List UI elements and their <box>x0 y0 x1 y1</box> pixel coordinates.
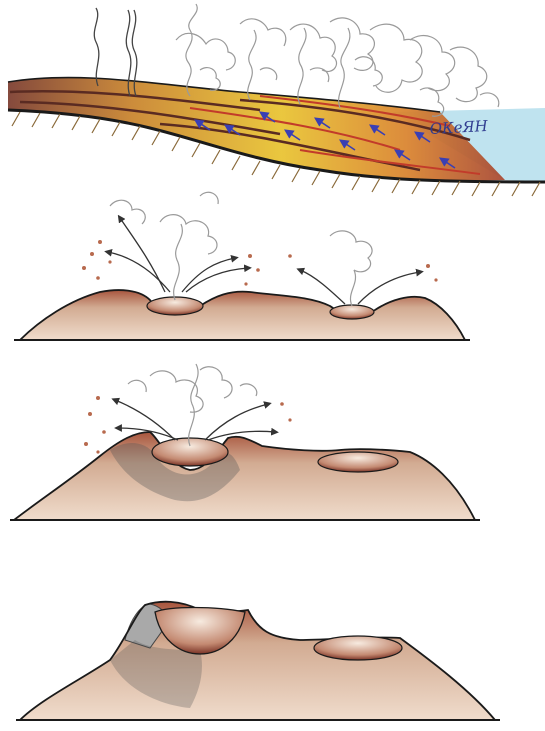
crater-old <box>318 452 398 472</box>
panel-grown-cone <box>16 602 500 720</box>
mound-body <box>20 602 495 720</box>
panel-lava-flow: ОКеЯН <box>8 4 545 196</box>
steam-clouds <box>110 192 372 306</box>
mound-body <box>20 290 465 340</box>
mound-body <box>14 432 475 520</box>
ejecta-arrows <box>108 218 420 304</box>
crater-active <box>152 438 228 466</box>
panel-twin-explosions <box>14 192 470 340</box>
crater-right <box>330 305 374 319</box>
ocean-annotation: ОКеЯН <box>429 117 489 138</box>
crater-old <box>314 636 402 660</box>
panel-single-eruption <box>10 364 480 520</box>
